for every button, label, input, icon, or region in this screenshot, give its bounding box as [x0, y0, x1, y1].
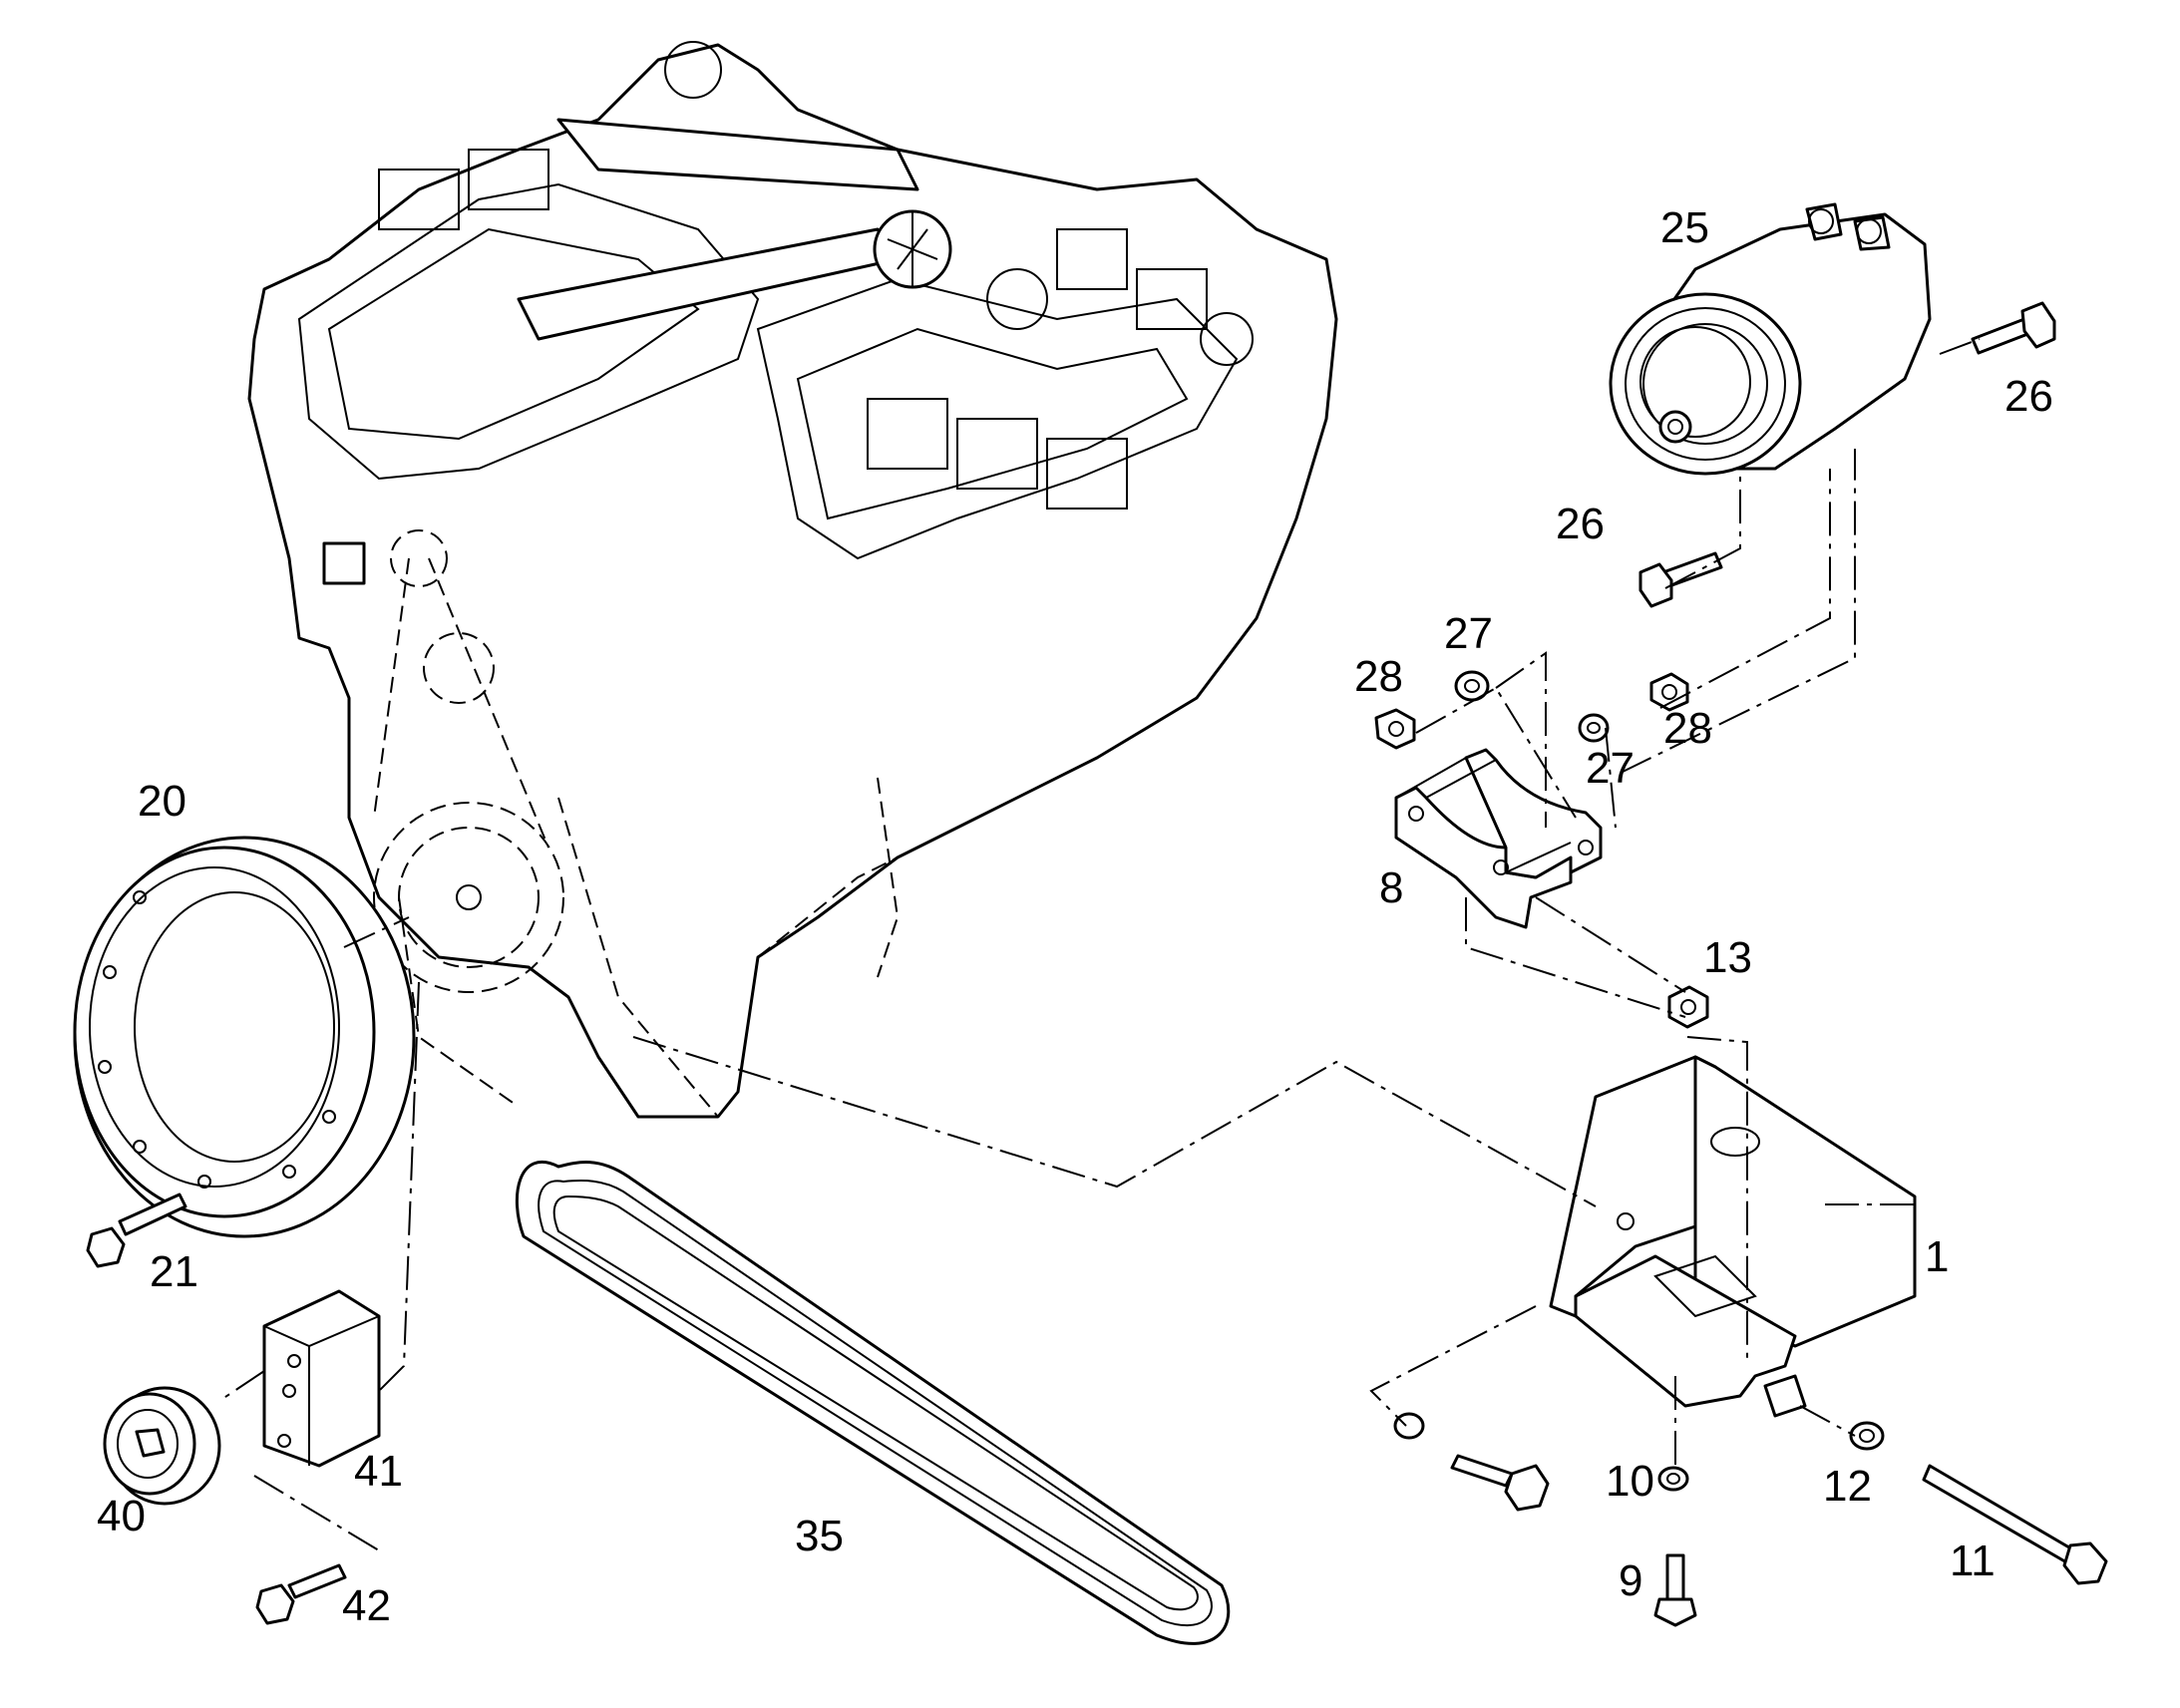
callout-numbers: 1 8 9 10 11 12 13 20 21 25 26 26 27 27 2… [97, 203, 2053, 1630]
bolt-42 [255, 1563, 347, 1625]
callout-26-upper: 26 [2004, 372, 2053, 421]
bolt-left-of-bracket [1393, 1412, 1550, 1512]
callout-8: 8 [1379, 863, 1403, 912]
callout-21: 21 [150, 1247, 198, 1296]
bracket-8 [1394, 748, 1603, 929]
washer-27-left [1454, 670, 1490, 702]
washer-10 [1657, 1466, 1689, 1492]
tensioner-block-41 [262, 1289, 381, 1468]
callout-13: 13 [1703, 933, 1752, 982]
callout-42: 42 [342, 1581, 391, 1630]
callout-20: 20 [138, 777, 186, 826]
callout-27-left: 27 [1444, 609, 1493, 658]
bolt-11 [1922, 1464, 2108, 1585]
bolt-26-upper [1971, 301, 2056, 355]
callout-41: 41 [354, 1447, 403, 1496]
callout-27-right: 27 [1586, 744, 1635, 793]
bolt-21 [86, 1193, 187, 1268]
washer-27-right [1578, 713, 1610, 743]
pulley-40 [103, 1386, 221, 1506]
belt-35 [516, 1160, 1231, 1645]
callout-28-left: 28 [1354, 652, 1403, 701]
callout-26-lower: 26 [1556, 500, 1605, 548]
callout-40: 40 [97, 1492, 146, 1540]
compressor [1609, 202, 1932, 476]
nut-13 [1667, 985, 1709, 1029]
callout-28-right: 28 [1663, 704, 1712, 753]
callout-10: 10 [1606, 1457, 1654, 1506]
bolt-26-lower [1638, 551, 1723, 608]
washer-12 [1849, 1421, 1885, 1451]
callout-35: 35 [795, 1512, 844, 1560]
engine-block [247, 41, 1338, 1119]
bolt-9 [1653, 1553, 1697, 1627]
callout-1: 1 [1925, 1232, 1949, 1281]
nut-28-right [1649, 672, 1689, 712]
nut-28-left [1374, 708, 1416, 750]
main-bracket-1 [1549, 1055, 1917, 1418]
leader-lines [218, 338, 1981, 1551]
pulley-20 [73, 836, 416, 1238]
callout-11: 11 [1950, 1537, 1996, 1585]
callout-12: 12 [1823, 1462, 1872, 1511]
callout-9: 9 [1619, 1556, 1642, 1605]
callout-25: 25 [1660, 203, 1709, 252]
